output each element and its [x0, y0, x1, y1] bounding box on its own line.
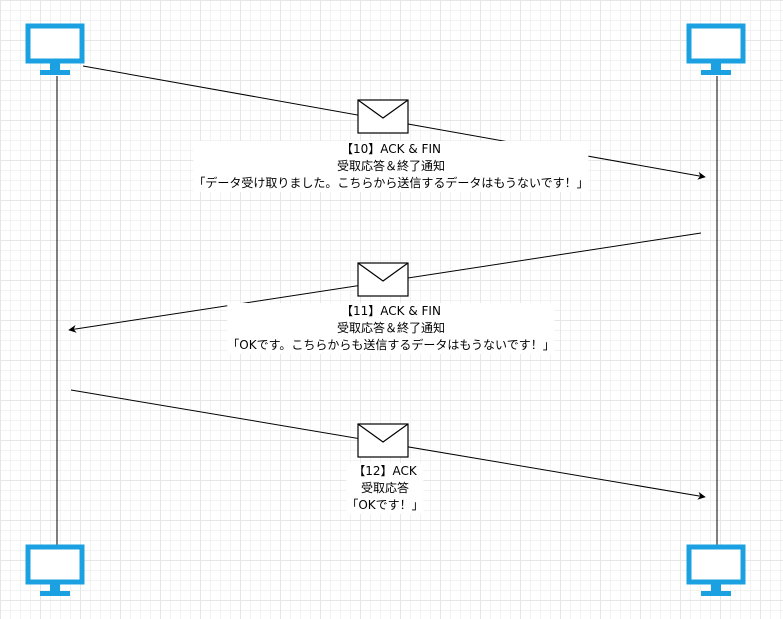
message-subtitle: 受取応答＆終了通知: [336, 321, 445, 335]
message-label-11: 【11】ACK & FIN 受取応答＆終了通知 「OKです。こちらからも送信する…: [227, 303, 555, 354]
message-subtitle: 受取応答＆終了通知: [336, 159, 446, 173]
message-quote: 「データ受け取りました。こちらから送信するデータはもうないです！」: [193, 176, 589, 190]
message-label-10: 【10】ACK & FIN 受取応答＆終了通知 「データ受け取りました。こちらか…: [193, 141, 589, 192]
message-title: 【12】ACK: [353, 464, 417, 478]
monitor-icon[interactable]: [25, 544, 85, 596]
monitor-icon[interactable]: [686, 23, 746, 75]
monitor-icon[interactable]: [25, 23, 85, 75]
envelope-icon[interactable]: [357, 423, 409, 458]
message-title: 【10】ACK & FIN: [341, 142, 441, 156]
message-quote: 「OKです！」: [346, 498, 424, 512]
envelope-icon[interactable]: [357, 262, 409, 297]
message-label-12: 【12】ACK 受取応答 「OKです！」: [346, 463, 424, 514]
message-title: 【11】ACK & FIN: [341, 304, 441, 318]
message-subtitle: 受取応答: [360, 481, 410, 495]
monitor-icon[interactable]: [686, 544, 746, 596]
message-quote: 「OKです。こちらからも送信するデータはもうないです！」: [227, 338, 555, 352]
envelope-icon[interactable]: [357, 99, 409, 134]
